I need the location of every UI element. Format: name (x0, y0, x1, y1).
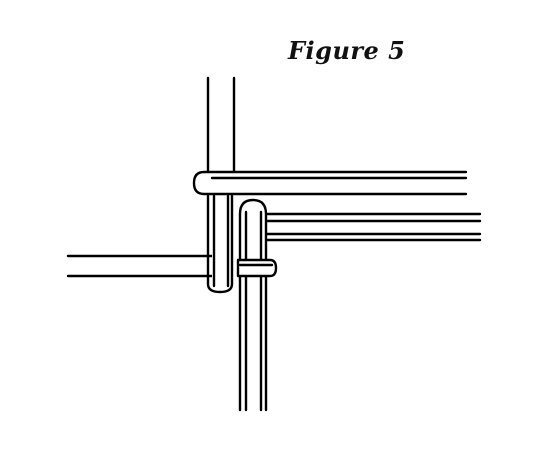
top-horizontal-rod (192, 170, 468, 196)
right-vertical-post (238, 198, 268, 412)
right-horizontal-rod (264, 212, 482, 242)
left-horizontal-rod (66, 254, 216, 278)
figure-title: Figure 5 (288, 36, 406, 65)
collar-band (236, 258, 278, 278)
